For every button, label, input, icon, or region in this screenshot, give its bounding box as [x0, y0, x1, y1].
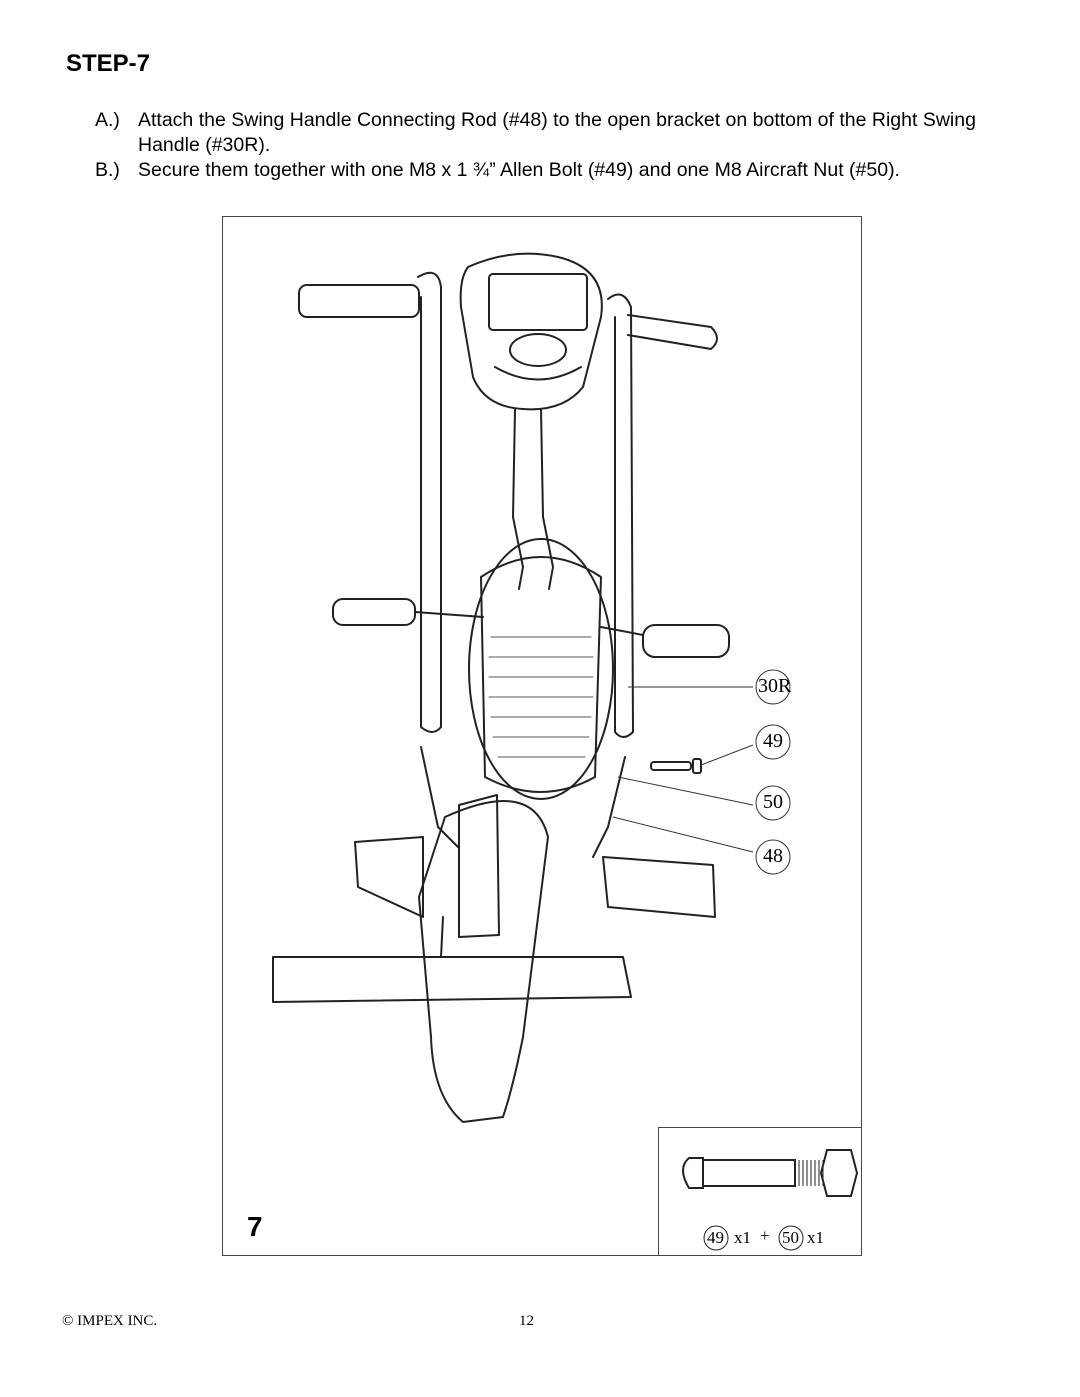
- console-screen: [488, 273, 588, 331]
- inset-plus: +: [760, 1226, 770, 1245]
- aircraft-nut: [819, 1149, 859, 1197]
- step-title: STEP-7: [66, 50, 151, 77]
- callout-49: 49: [763, 730, 783, 752]
- right-side-grip: [642, 624, 730, 658]
- inset-qty-b: x1: [807, 1228, 824, 1247]
- callout-48: 48: [763, 845, 783, 867]
- right-connecting-rod-48: [592, 756, 626, 858]
- instruction-b-text: Secure them together with one M8 x 1 ¾” …: [138, 159, 900, 181]
- bike-drawing: [272, 252, 730, 1123]
- left-footrest: [354, 836, 424, 918]
- fan-cage: [468, 538, 614, 800]
- left-grip-tube: [414, 611, 484, 618]
- callout-leaders: [612, 669, 791, 875]
- right-footrest: [602, 856, 716, 918]
- right-grip-tube: [600, 626, 644, 636]
- bolt-shank: [702, 1159, 796, 1187]
- console-lower-edge: [494, 366, 582, 381]
- console-housing: [459, 252, 603, 411]
- bolt-49-nut-50: [650, 758, 702, 774]
- instruction-a-text: Attach the Swing Handle Connecting Rod (…: [138, 109, 976, 156]
- assembly-figure: 30R 49 50 48 7 49 x1 + 50 x1: [222, 216, 862, 1256]
- inset-qty-a: x1: [734, 1228, 751, 1247]
- left-swing-handle: [417, 271, 442, 733]
- console-buttons: [509, 333, 567, 367]
- fan-loop-frame: [480, 556, 602, 793]
- callout-50: 50: [763, 791, 783, 813]
- rear-stabilizer: [272, 956, 632, 1003]
- inset-part-b: 50: [782, 1228, 799, 1247]
- right-swing-handle-30r: [607, 293, 634, 738]
- instruction-a-label: A.): [95, 109, 120, 131]
- footer-page-number: 12: [519, 1313, 534, 1329]
- callout-30r: 30R: [758, 675, 792, 697]
- inset-part-a: 49: [707, 1228, 724, 1247]
- instruction-b-label: B.): [95, 159, 120, 181]
- footer-copyright: © IMPEX INC.: [62, 1313, 158, 1329]
- fan-blades: [488, 636, 594, 758]
- hardware-inset: 49 x1 + 50 x1: [658, 1127, 862, 1256]
- left-connecting-rod: [420, 746, 459, 848]
- figure-step-number: 7: [247, 1211, 263, 1242]
- seat-post: [458, 794, 500, 938]
- rear-strut: [440, 916, 444, 958]
- right-upper-grip: [627, 314, 718, 350]
- bolt-threads: [798, 1160, 824, 1186]
- console-mast-left: [512, 408, 524, 590]
- left-upper-grip: [298, 284, 420, 318]
- console-mast-right: [540, 408, 554, 590]
- bolt-head: [682, 1157, 704, 1189]
- bolt-and-nut-drawing: [682, 1149, 859, 1251]
- main-frame: [418, 800, 549, 1123]
